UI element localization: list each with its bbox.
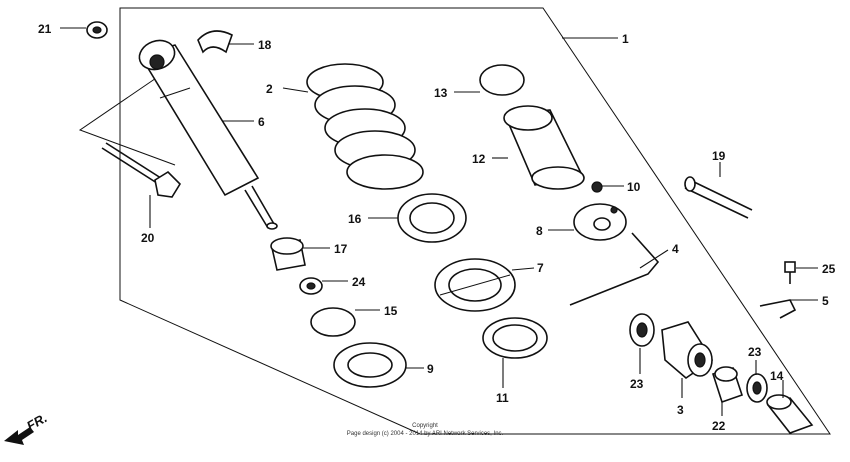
collar-part-22[interactable]: [711, 366, 744, 404]
rod-part-4[interactable]: [569, 232, 660, 306]
bolt-part-20[interactable]: [101, 142, 182, 198]
shock-absorber-part[interactable]: [135, 36, 278, 230]
callout-14: 14: [770, 369, 784, 383]
callout-17: 17: [334, 242, 348, 256]
callout-20: 20: [141, 231, 155, 245]
ring-part-11[interactable]: [482, 317, 548, 359]
bolt-part-10[interactable]: [591, 181, 603, 193]
callout-25: 25: [822, 262, 836, 276]
callout-16: 16: [348, 212, 362, 226]
callout-18: 18: [258, 38, 272, 52]
circlip-part-15[interactable]: [310, 307, 356, 337]
adjuster-ring-part-7[interactable]: [434, 258, 516, 312]
callout-11: 11: [496, 391, 509, 405]
callout-12: 12: [472, 152, 486, 166]
nut-part-24[interactable]: [299, 277, 323, 295]
copyright-line-1: Copyright: [412, 423, 438, 429]
front-direction-marker: FR.: [4, 410, 50, 445]
sleeve-part-12[interactable]: [503, 105, 585, 190]
clevis-part-3[interactable]: [661, 321, 714, 380]
callout-15: 15: [384, 304, 398, 318]
callout-1: 1: [622, 32, 629, 46]
washer-part-23-right[interactable]: [746, 373, 768, 403]
callout-21: 21: [38, 22, 52, 36]
clip-part-18[interactable]: [197, 30, 233, 54]
callout-labels: 1 2 3 4 5 6 7 8 9 10 11 12 13 14 15 16 1…: [38, 22, 836, 433]
callout-7: 7: [537, 261, 544, 275]
front-direction-arrow-icon: [4, 427, 34, 445]
callout-24: 24: [352, 275, 366, 289]
bolt-part-25[interactable]: [784, 261, 796, 284]
nut-part-21[interactable]: [86, 21, 108, 39]
leader-lines: [60, 27, 818, 416]
bolt-part-19[interactable]: [684, 176, 753, 219]
callout-13: 13: [434, 86, 448, 100]
callout-5: 5: [822, 294, 829, 308]
sleeve-part-14[interactable]: [766, 394, 814, 434]
spring-seat-part-16[interactable]: [397, 193, 467, 243]
plate-part-8[interactable]: [573, 203, 627, 241]
spring-part-2[interactable]: [306, 63, 424, 190]
callout-10: 10: [627, 180, 641, 194]
callout-4: 4: [672, 242, 679, 256]
copyright-notice: Copyright Page design (c) 2004 - 2014 by…: [347, 423, 504, 437]
clip-part-5[interactable]: [759, 299, 797, 319]
callout-22: 22: [712, 419, 726, 433]
guide-line-shock-bolt: [78, 71, 176, 166]
washer-part-23-left[interactable]: [629, 313, 655, 347]
callout-6: 6: [258, 115, 265, 129]
callout-19: 19: [712, 149, 726, 163]
callout-9: 9: [427, 362, 434, 376]
callout-3: 3: [677, 403, 684, 417]
callout-8: 8: [536, 224, 543, 238]
callout-2: 2: [266, 82, 273, 96]
bushing-part-17[interactable]: [270, 237, 306, 271]
washer-part-9[interactable]: [333, 342, 407, 388]
ring-part-13[interactable]: [479, 64, 525, 96]
callout-23-right: 23: [748, 345, 762, 359]
copyright-line-2: Page design (c) 2004 - 2014 by ARI Netwo…: [347, 431, 504, 437]
assembly-panel-outline: [119, 7, 831, 435]
callout-23-left: 23: [630, 377, 644, 391]
